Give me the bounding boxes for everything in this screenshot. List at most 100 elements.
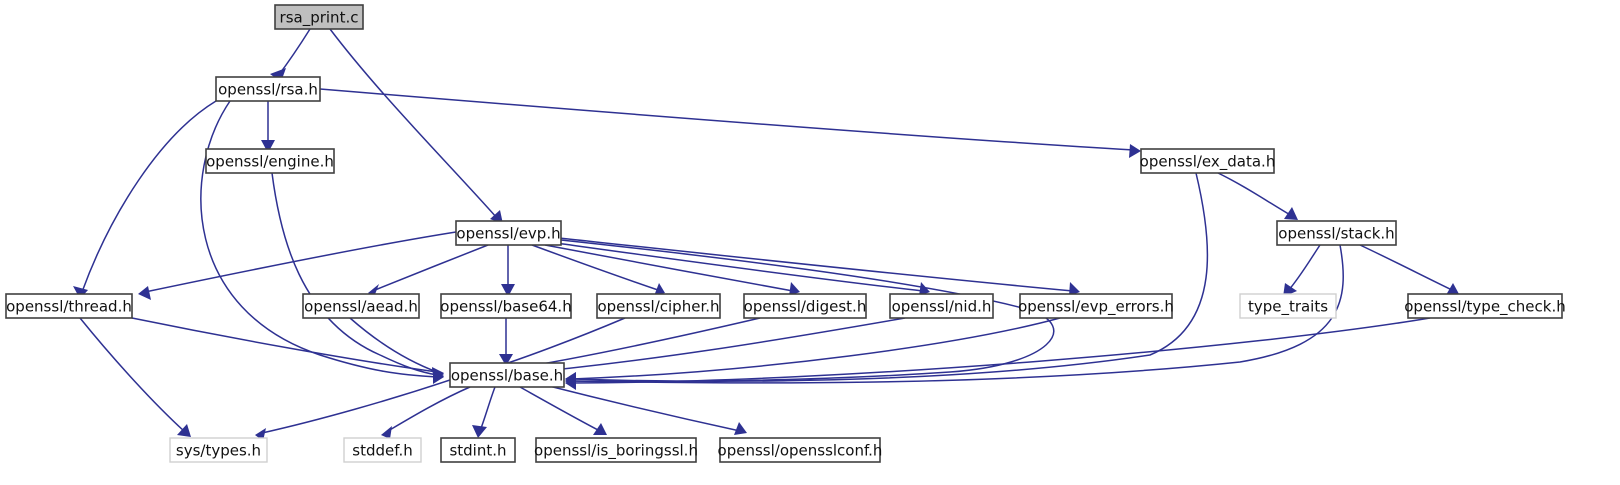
node-box[interactable] xyxy=(1276,220,1397,246)
edge-evp-to-aead xyxy=(368,244,489,297)
graph-node-engine[interactable]: openssl/engine.h xyxy=(205,148,335,174)
graph-node-cipher[interactable]: openssl/cipher.h xyxy=(596,293,721,319)
node-box[interactable] xyxy=(455,220,562,246)
graph-node-sys_types[interactable]: sys/types.h xyxy=(169,437,268,463)
edge-evp-to-digest xyxy=(544,244,800,296)
graph-node-stdint[interactable]: stdint.h xyxy=(440,437,516,463)
edge-layer xyxy=(73,28,1459,441)
node-box[interactable] xyxy=(1239,293,1337,319)
edge-evp-to-nid xyxy=(555,242,930,296)
arrow-head-icon xyxy=(654,283,665,296)
node-label: openssl/opensslconf.h xyxy=(718,442,883,460)
edge-evp-to-evp_errors xyxy=(558,237,1080,296)
node-label: openssl/evp.h xyxy=(456,225,560,243)
graph-node-stddef[interactable]: stddef.h xyxy=(343,437,422,463)
edge-line xyxy=(571,317,1061,380)
node-box[interactable] xyxy=(1140,148,1275,174)
node-box[interactable] xyxy=(440,293,572,319)
node-label: openssl/engine.h xyxy=(206,153,334,171)
edge-line xyxy=(531,244,659,291)
node-label: openssl/thread.h xyxy=(6,298,132,316)
edge-line xyxy=(329,28,498,219)
edge-base64-to-base xyxy=(499,318,513,366)
node-box[interactable] xyxy=(1407,293,1563,319)
edge-type_check-to-base xyxy=(565,317,1431,390)
arrow-head-icon xyxy=(789,282,800,296)
node-label: openssl/is_boringssl.h xyxy=(534,442,698,461)
node-box[interactable] xyxy=(5,293,133,319)
node-box[interactable] xyxy=(205,148,335,174)
edge-line xyxy=(271,172,438,376)
node-label: stdint.h xyxy=(449,442,506,460)
graph-node-base64[interactable]: openssl/base64.h xyxy=(440,293,572,319)
graph-node-stack[interactable]: openssl/stack.h xyxy=(1276,220,1397,246)
graph-node-type_check[interactable]: openssl/type_check.h xyxy=(1404,293,1566,319)
edge-line xyxy=(558,237,1074,292)
arrow-head-icon xyxy=(177,424,191,437)
node-label: openssl/aead.h xyxy=(304,298,418,316)
graph-node-rsa[interactable]: openssl/rsa.h xyxy=(215,76,321,102)
arrow-head-icon xyxy=(593,423,607,435)
node-label: openssl/cipher.h xyxy=(597,298,719,316)
graph-node-thread[interactable]: openssl/thread.h xyxy=(5,293,133,319)
edge-stack-to-type_check xyxy=(1359,244,1459,295)
edge-base-to-is_boringssl xyxy=(519,386,607,435)
arrow-head-icon xyxy=(1069,282,1080,296)
node-box[interactable] xyxy=(274,4,364,30)
arrow-head-icon xyxy=(1129,144,1141,158)
arrow-head-icon xyxy=(432,368,444,381)
edge-aead-to-base xyxy=(349,317,444,381)
edge-rsa-to-ex_data xyxy=(319,88,1141,158)
graph-node-rsa_print[interactable]: rsa_print.c xyxy=(274,4,364,30)
graph-node-evp_errors[interactable]: openssl/evp_errors.h xyxy=(1018,293,1174,319)
node-box[interactable] xyxy=(215,76,321,102)
node-label: openssl/ex_data.h xyxy=(1140,153,1276,172)
graph-node-aead[interactable]: openssl/aead.h xyxy=(302,293,420,319)
edge-line xyxy=(571,317,1431,384)
graph-node-nid[interactable]: openssl/nid.h xyxy=(889,293,994,319)
node-box[interactable] xyxy=(169,437,268,463)
edge-line xyxy=(519,386,601,432)
edge-rsa_print-to-rsa xyxy=(270,28,311,82)
edge-rsa-to-thread xyxy=(73,100,217,299)
node-box[interactable] xyxy=(440,437,516,463)
node-box[interactable] xyxy=(343,437,422,463)
node-box[interactable] xyxy=(449,362,565,388)
edge-line xyxy=(200,100,438,378)
edge-line xyxy=(144,231,457,293)
node-box[interactable] xyxy=(302,293,420,319)
node-box[interactable] xyxy=(719,437,881,463)
edge-line xyxy=(387,386,471,432)
node-box[interactable] xyxy=(596,293,721,319)
graph-node-type_traits[interactable]: type_traits xyxy=(1239,293,1337,319)
node-label: type_traits xyxy=(1248,298,1328,317)
node-box[interactable] xyxy=(743,293,867,319)
node-label: openssl/evp_errors.h xyxy=(1018,298,1174,317)
edge-thread-to-sys_types xyxy=(79,317,191,437)
node-box[interactable] xyxy=(1019,293,1173,319)
arrow-head-icon xyxy=(1446,283,1459,295)
edge-base-to-opensslconf xyxy=(544,384,747,435)
edge-evp-to-base64 xyxy=(501,245,515,297)
graph-node-digest[interactable]: openssl/digest.h xyxy=(743,293,867,319)
edge-line xyxy=(374,244,489,291)
edge-line xyxy=(560,239,1055,383)
graph-node-is_boringssl[interactable]: openssl/is_boringssl.h xyxy=(534,437,698,463)
edge-line xyxy=(555,242,924,292)
arrow-head-icon xyxy=(499,354,513,366)
edge-line xyxy=(1217,172,1293,217)
node-box[interactable] xyxy=(535,437,697,463)
graph-node-base[interactable]: openssl/base.h xyxy=(449,362,565,388)
edge-line xyxy=(1287,244,1321,292)
node-label: openssl/nid.h xyxy=(892,298,992,316)
arrow-head-icon xyxy=(138,286,151,300)
arrow-head-icon xyxy=(734,422,747,435)
node-box[interactable] xyxy=(889,293,994,319)
edge-thread-to-base xyxy=(131,317,444,380)
edge-stack-to-type_traits xyxy=(1283,244,1321,297)
graph-node-ex_data[interactable]: openssl/ex_data.h xyxy=(1140,148,1276,174)
node-label: sys/types.h xyxy=(176,442,261,460)
graph-node-evp[interactable]: openssl/evp.h xyxy=(455,220,562,246)
graph-node-opensslconf[interactable]: openssl/opensslconf.h xyxy=(718,437,883,463)
